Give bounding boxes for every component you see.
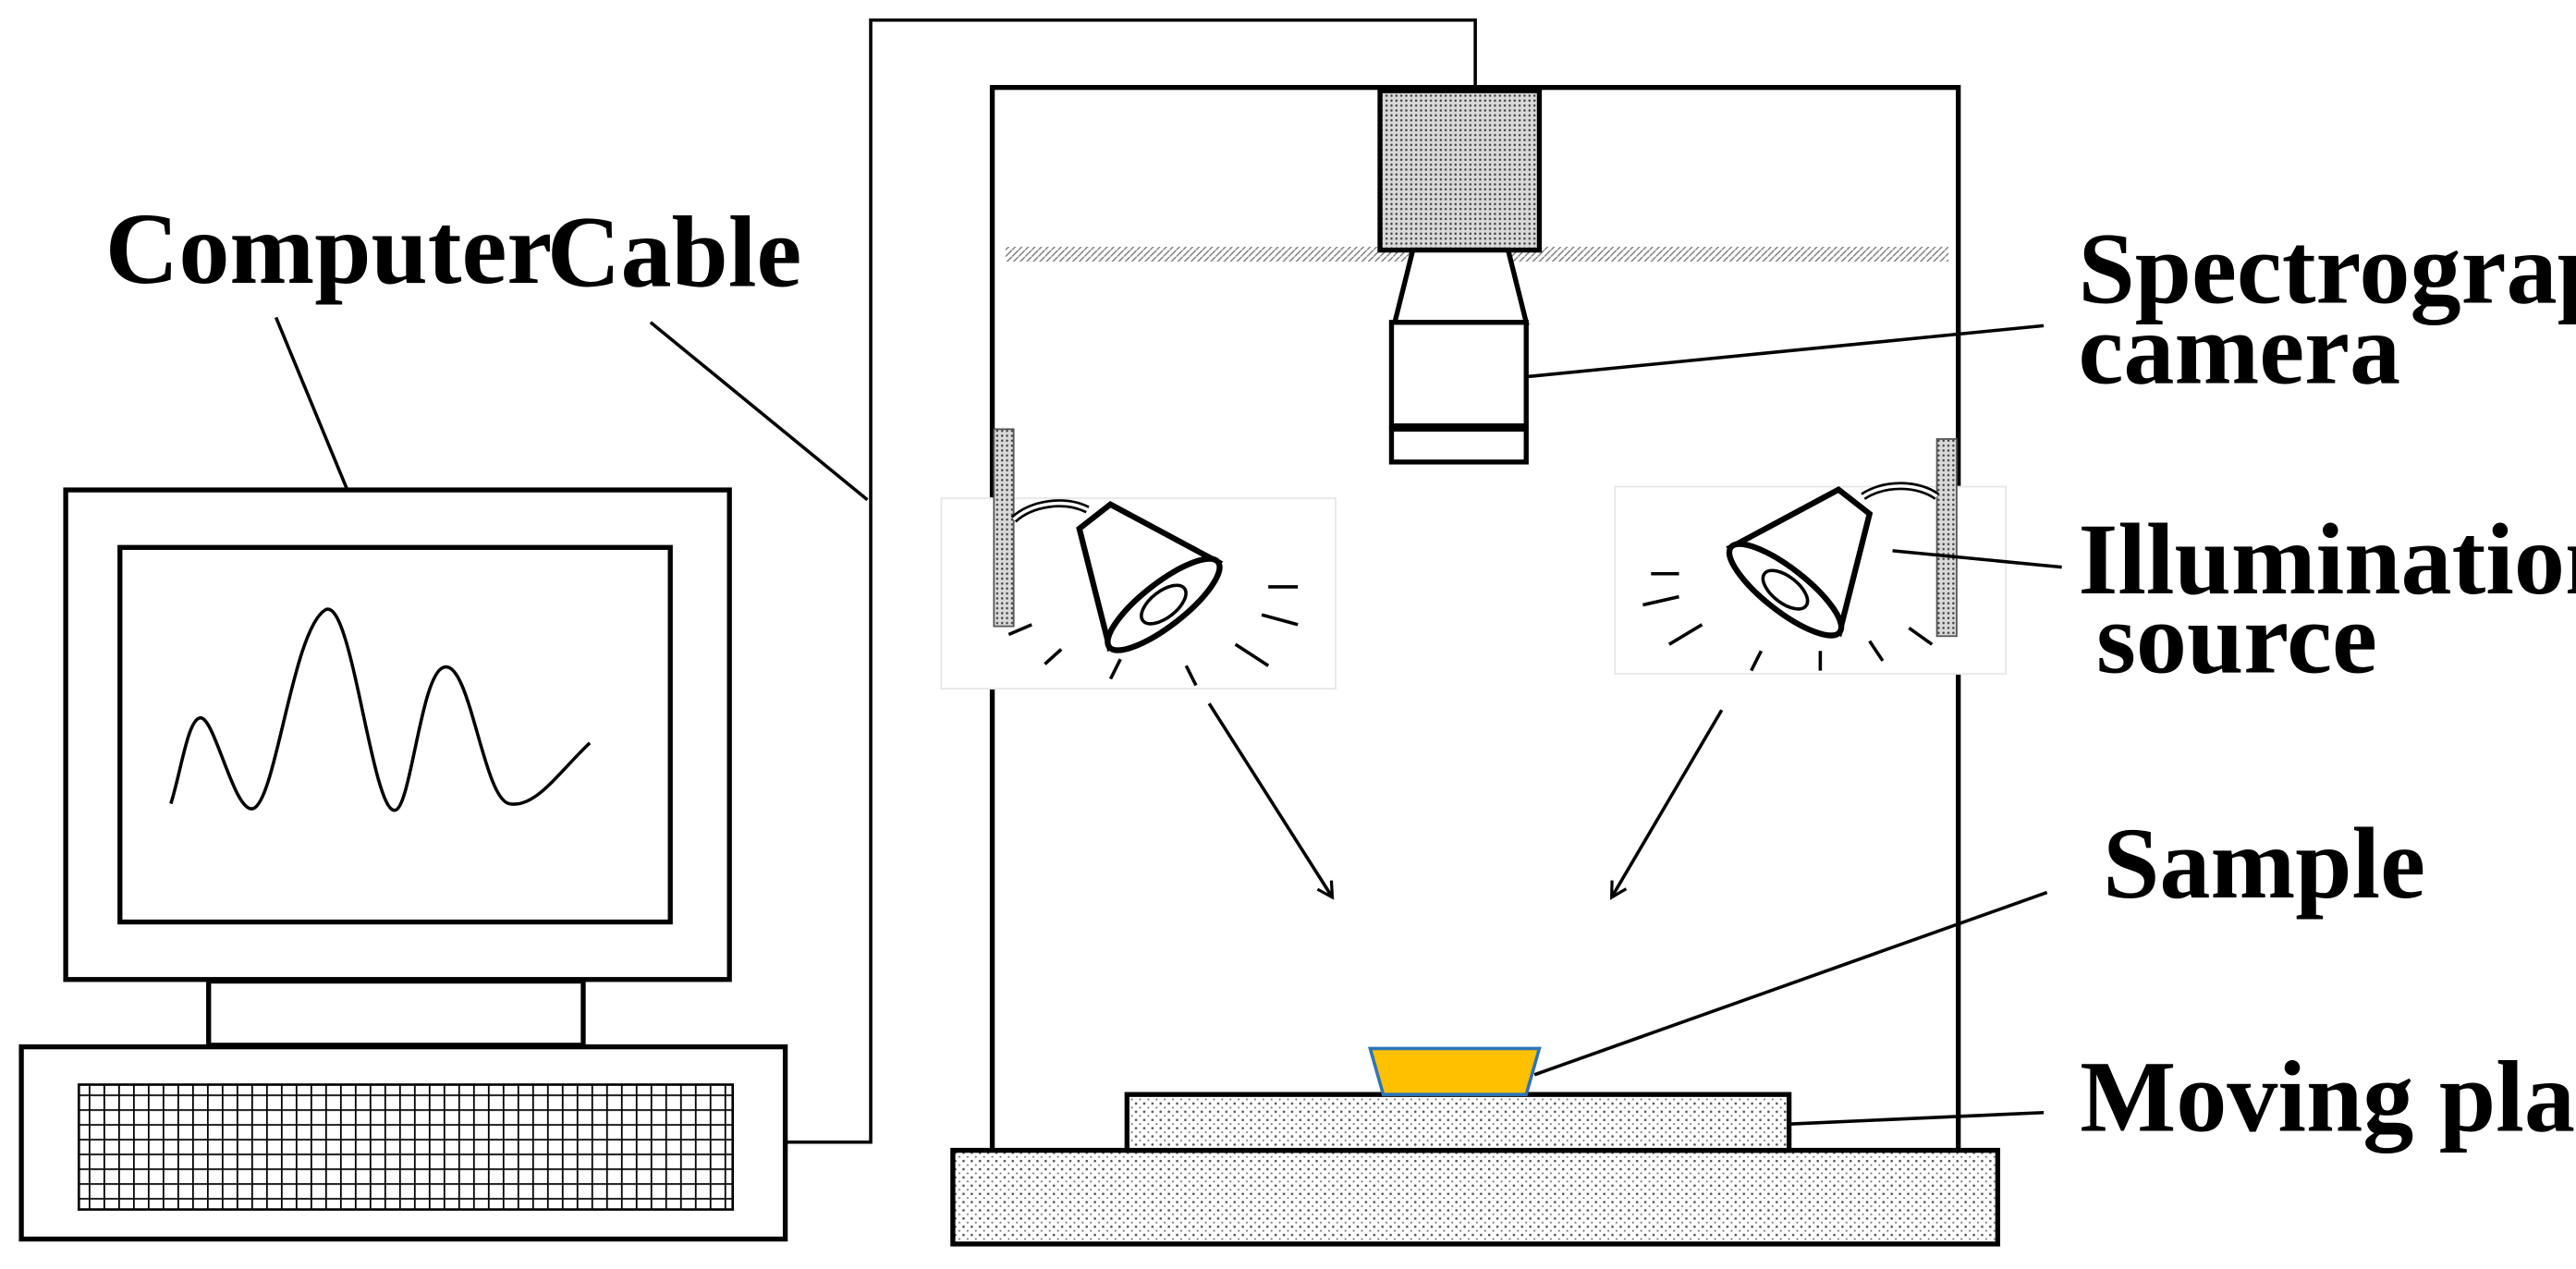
label-sample: Sample — [2103, 807, 2425, 920]
illumination-source-right — [1614, 438, 2008, 676]
lamp-bulb-left — [1140, 583, 1188, 626]
label-spectrograph: Spectrograph — [2078, 212, 2576, 324]
leader-cable — [649, 321, 869, 502]
label-illumination: Illumination — [2078, 503, 2576, 616]
illumination-arrow-left — [1207, 702, 1335, 900]
camera-body — [1388, 320, 1529, 429]
light-rays-left — [1007, 585, 1299, 687]
illumination-source-left — [940, 428, 1337, 690]
monitor-stand — [206, 978, 586, 1048]
label-cable: Cable — [547, 196, 801, 309]
label-computer: Computer — [105, 192, 553, 305]
label-moving-platform: Moving platform — [2080, 1040, 2576, 1153]
lamp-arm-left-inner — [1012, 501, 1089, 521]
label-source: source — [2096, 581, 2377, 694]
lamp-mount-right — [1935, 438, 1958, 638]
moving-platform — [1124, 1092, 1792, 1153]
leader-camera — [1527, 323, 2045, 379]
illumination-arrow-right — [1609, 709, 1724, 900]
sample — [1368, 1046, 1542, 1096]
lamp-arm-right-inner — [1862, 484, 1938, 498]
label-camera: camera — [2078, 293, 2400, 406]
camera-lens-ring — [1388, 426, 1529, 465]
leader-illumination — [1892, 549, 2062, 569]
leader-platform — [1789, 1110, 2045, 1126]
light-rays-right — [1642, 571, 1934, 672]
spectrograph-body — [1377, 88, 1543, 253]
spectrum-curve — [169, 607, 592, 812]
spectrograph-camera — [1377, 88, 1543, 465]
monitor-screen — [117, 544, 673, 925]
lens-neck — [1391, 247, 1530, 325]
leader-computer — [274, 316, 348, 489]
computer — [18, 487, 788, 1242]
lamp-mount-left — [993, 428, 1015, 628]
leader-lines — [274, 316, 2062, 1126]
lamp-bulb-right — [1761, 568, 1810, 611]
cable — [785, 18, 1477, 1144]
keyboard-keys — [77, 1083, 735, 1211]
base-stage — [950, 1147, 2001, 1247]
leader-sample — [1533, 890, 2048, 1077]
